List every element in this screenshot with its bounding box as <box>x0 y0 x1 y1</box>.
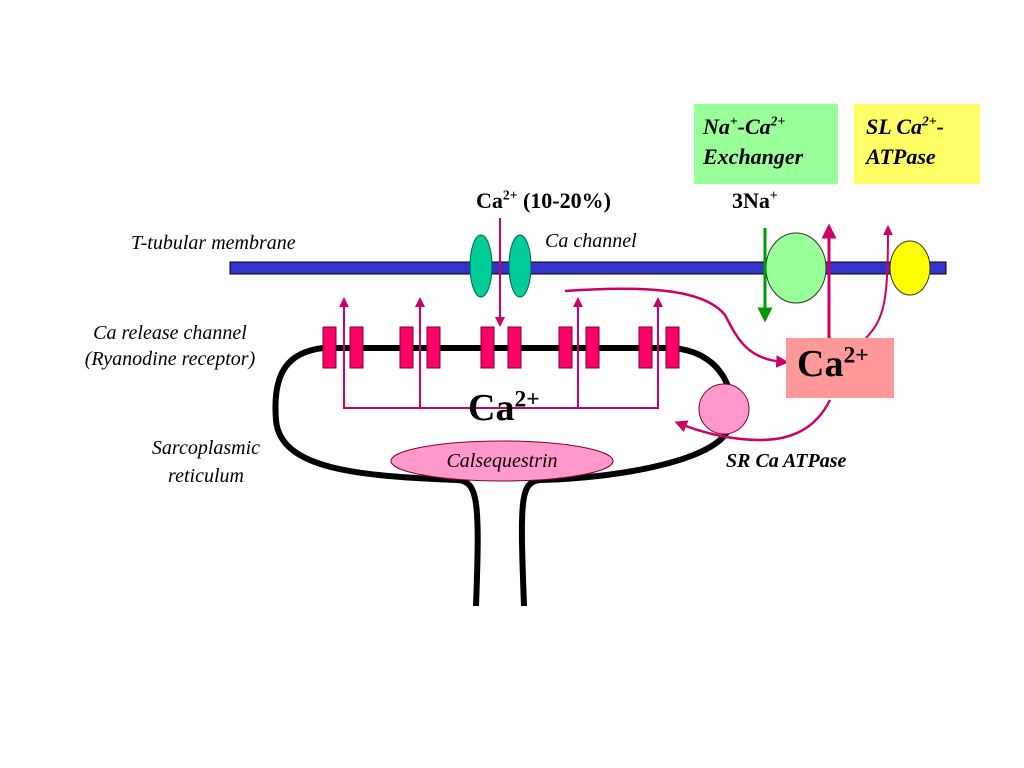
sr-membrane-outline <box>272 345 735 607</box>
ryr-block <box>349 326 364 369</box>
ca-channel-right-subunit <box>508 234 532 298</box>
sl-atpase-ca-efflux-arrow <box>865 225 893 339</box>
ryr-block <box>507 326 522 369</box>
serca-pump <box>698 383 750 435</box>
sr-ca-atpase-label: SR Ca ATPase <box>726 450 847 472</box>
ca-cytosol-label: Ca2+ <box>797 342 869 385</box>
ryr-block <box>399 326 414 369</box>
ryanodine-receptor-label: Ca release channel (Ryanodine receptor) <box>84 322 256 370</box>
ca-influx-label: Ca2+ (10-20%) <box>476 187 611 213</box>
sr-reuptake-arrow <box>674 399 832 442</box>
ca-in-sr-label: Ca2+ <box>468 386 540 429</box>
ryr-block <box>426 326 441 369</box>
calsequestrin-ellipse <box>390 440 614 482</box>
ryr-block <box>638 326 653 369</box>
ryr-block <box>558 326 573 369</box>
ryanodine-receptor-group <box>322 326 680 369</box>
calsequestrin-label: Calsequestrin <box>446 450 558 472</box>
ryr-block <box>585 326 600 369</box>
ncx-label: Na+-Ca2+ Exchanger <box>703 113 804 169</box>
t-tubular-membrane <box>229 261 947 275</box>
sl-ca-atpase-protein <box>889 240 931 296</box>
t-tubular-membrane-label: T-tubular membrane <box>131 232 296 254</box>
sarcoplasmic-reticulum-label: Sarcoplasmic reticulum <box>151 437 261 487</box>
ncx-protein <box>765 232 827 304</box>
ca-channel-left-subunit <box>469 234 493 298</box>
sl-ca-atpase-label-box <box>854 104 980 184</box>
ncx-label-box <box>694 104 838 184</box>
ryr-block <box>322 326 337 369</box>
ryr-block <box>480 326 495 369</box>
ca-channel-label: Ca channel <box>545 230 637 252</box>
ca-to-cytosol-arrow <box>564 287 789 368</box>
three-na-label: 3Na+ <box>732 187 778 213</box>
ryr-block <box>665 326 680 369</box>
cytosolic-ca-box <box>786 338 894 398</box>
sl-ca-atpase-label: SL Ca2+- ATPase <box>866 113 944 169</box>
